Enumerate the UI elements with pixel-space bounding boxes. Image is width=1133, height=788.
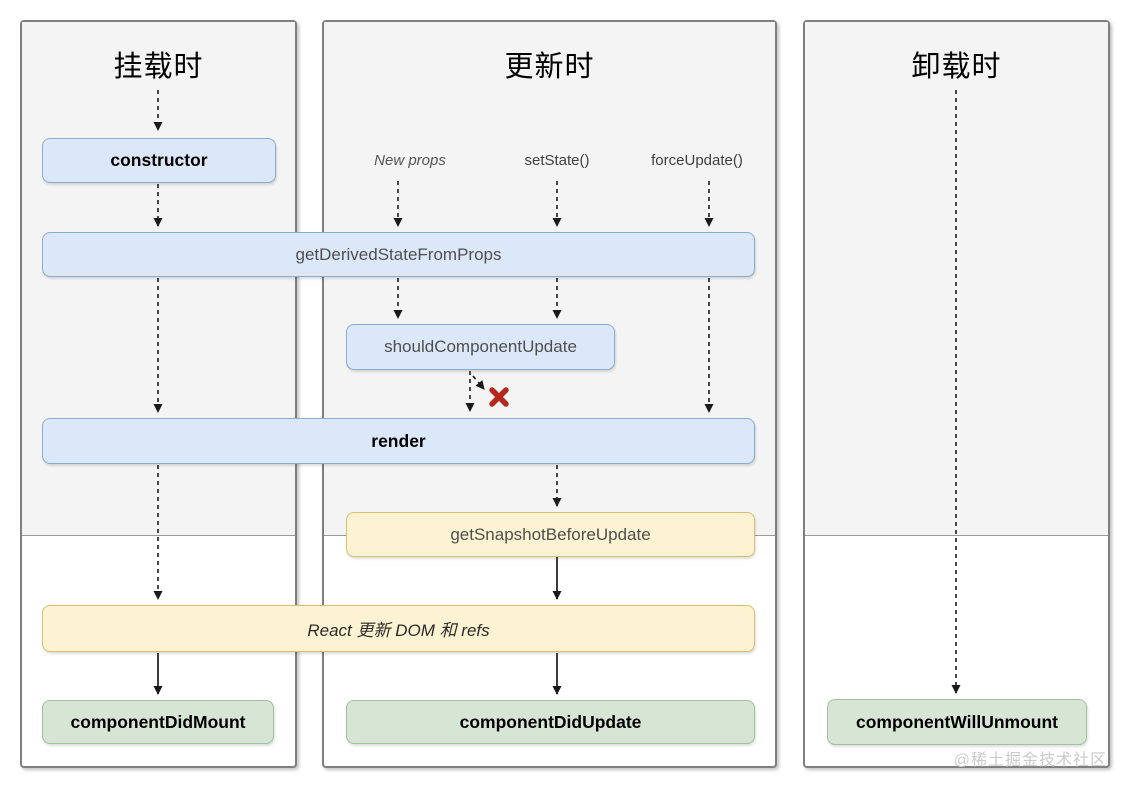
panel-updating-title: 更新时: [504, 51, 595, 83]
panel-unmounting-render-phase-area: [805, 22, 1108, 536]
node-component-did-update-label: componentDidUpdate: [459, 711, 642, 732]
node-constructor: constructor: [42, 138, 276, 183]
panel-unmounting: 卸载时: [803, 20, 1110, 768]
node-component-did-update: componentDidUpdate: [346, 700, 755, 744]
panel-mounting-title: 挂载时: [113, 51, 204, 83]
node-constructor-label: constructor: [110, 150, 208, 170]
node-get-derived-state-from-props: getDerivedStateFromProps: [42, 232, 755, 277]
node-should-component-update-label: shouldComponentUpdate: [384, 337, 577, 356]
trigger-force-update: forceUpdate(): [651, 152, 743, 169]
node-component-did-mount-label: componentDidMount: [70, 711, 246, 732]
trigger-set-state: setState(): [524, 152, 590, 169]
node-get-snapshot-before-update-label: getSnapshotBeforeUpdate: [450, 524, 651, 544]
node-react-updates-dom: React 更新 DOM 和 refs: [42, 605, 755, 652]
watermark: @稀土掘金技术社区: [953, 752, 1107, 769]
node-get-derived-state-from-props-label: getDerivedStateFromProps: [295, 244, 502, 264]
node-render-label: render: [371, 430, 426, 451]
trigger-new-props: New props: [374, 152, 446, 169]
node-get-snapshot-before-update: getSnapshotBeforeUpdate: [346, 512, 755, 557]
node-should-component-update: shouldComponentUpdate: [346, 324, 615, 370]
node-react-updates-dom-label: React 更新 DOM 和 refs: [307, 621, 490, 640]
node-component-will-unmount-label: componentWillUnmount: [855, 711, 1059, 732]
node-component-will-unmount: componentWillUnmount: [827, 699, 1087, 745]
node-component-did-mount: componentDidMount: [42, 700, 274, 744]
node-render: render: [42, 418, 755, 464]
panel-mounting: 挂载时: [20, 20, 297, 768]
panel-updating: 更新时: [322, 20, 777, 768]
panel-unmounting-title: 卸载时: [911, 51, 1002, 83]
